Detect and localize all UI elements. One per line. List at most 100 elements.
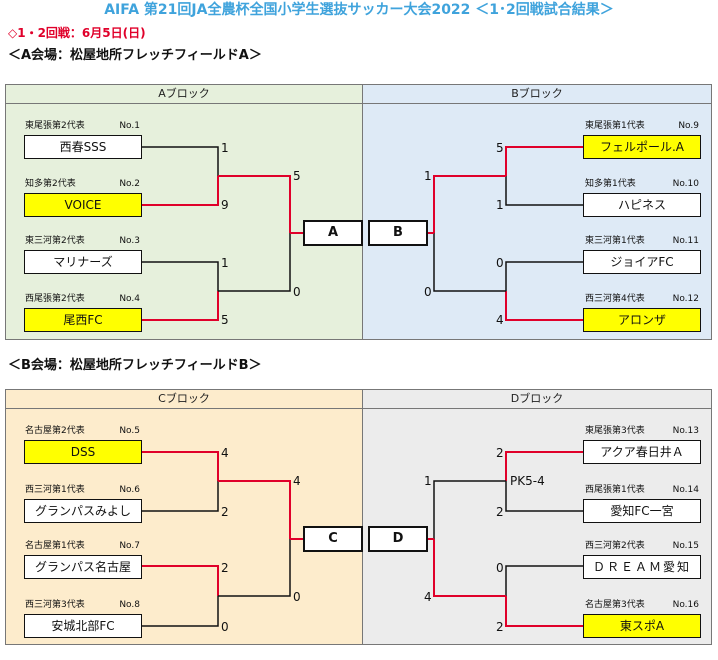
block-c-lines bbox=[142, 451, 303, 627]
team-number: No.8 bbox=[119, 600, 140, 610]
score: 2 bbox=[221, 561, 229, 575]
score: 0 bbox=[424, 285, 432, 299]
team-number: No.14 bbox=[672, 485, 699, 495]
score: 0 bbox=[496, 256, 504, 270]
score: 2 bbox=[221, 505, 229, 519]
score: 1 bbox=[424, 169, 432, 183]
block-a-lines bbox=[142, 146, 303, 321]
line-a3 bbox=[142, 261, 219, 291]
team-label: 西三河第1代表 bbox=[25, 485, 85, 495]
score: 5 bbox=[496, 141, 504, 155]
team-label: 西三河第4代表 bbox=[585, 294, 645, 304]
team-box-gioia: ジョイアFC bbox=[583, 250, 701, 274]
line-c1 bbox=[142, 451, 219, 481]
team-box-anjo-hokubu: 安城北部FC bbox=[24, 614, 142, 638]
line-c5 bbox=[218, 480, 291, 539]
team-box-aichi-ichinomiya: 愛知FC一宮 bbox=[583, 499, 701, 523]
line-d4 bbox=[505, 596, 583, 627]
venue-a-title: ＜A会場：松屋地所フレッチフィールドA＞ bbox=[8, 48, 262, 63]
team-label: 西尾張第2代表 bbox=[25, 294, 85, 304]
score: 0 bbox=[221, 620, 229, 634]
team-number: No.9 bbox=[678, 121, 699, 131]
line-b6 bbox=[433, 233, 506, 292]
score: 5 bbox=[293, 169, 301, 183]
team-box-bisai: 尾西FC bbox=[24, 308, 142, 332]
block-c-header: Cブロック bbox=[6, 390, 362, 409]
team-label: 東尾張第3代表 bbox=[585, 426, 645, 436]
team-box-grampus-miyoshi: グランパスみよし bbox=[24, 499, 142, 523]
score: 1 bbox=[221, 256, 229, 270]
score: 4 bbox=[424, 590, 432, 604]
pk-note: PK5-4 bbox=[510, 474, 545, 488]
team-box-alonza: アロンザ bbox=[583, 308, 701, 332]
team-label: 東尾張第2代表 bbox=[25, 121, 85, 131]
line-d1 bbox=[505, 451, 583, 481]
block-b-winner-box: B bbox=[368, 220, 428, 246]
line-d6 bbox=[433, 539, 506, 597]
team-label: 西尾張第1代表 bbox=[585, 485, 645, 495]
team-box-mariners: マリナーズ bbox=[24, 250, 142, 274]
team-number: No.10 bbox=[672, 179, 699, 189]
line-d3 bbox=[505, 565, 583, 596]
block-d-winner-box: D bbox=[368, 526, 428, 552]
score: 5 bbox=[221, 313, 229, 327]
block-b-lines bbox=[425, 146, 583, 321]
score: 1 bbox=[221, 141, 229, 155]
line-a1 bbox=[142, 146, 219, 176]
team-box-ferpool: フェルポール.A bbox=[583, 135, 701, 159]
score: 0 bbox=[293, 285, 301, 299]
team-box-happiness: ハピネス bbox=[583, 193, 701, 217]
score: 1 bbox=[496, 198, 504, 212]
team-number: No.5 bbox=[119, 426, 140, 436]
team-box-voice: VOICE bbox=[24, 193, 142, 217]
line-d2 bbox=[505, 481, 583, 512]
block-b-header: Bブロック bbox=[363, 85, 711, 104]
score: 0 bbox=[293, 590, 301, 604]
team-number: No.11 bbox=[672, 236, 699, 246]
team-box-dss: DSS bbox=[24, 440, 142, 464]
line-b2 bbox=[505, 176, 583, 206]
team-label: 名古屋第1代表 bbox=[25, 541, 85, 551]
team-label: 東三河第2代表 bbox=[25, 236, 85, 246]
block-a-winner-box: A bbox=[303, 220, 363, 246]
score: 4 bbox=[221, 446, 229, 460]
line-a4 bbox=[142, 291, 219, 321]
team-number: No.13 bbox=[672, 426, 699, 436]
block-a-header: Aブロック bbox=[6, 85, 362, 104]
team-number: No.6 bbox=[119, 485, 140, 495]
team-label: 知多第2代表 bbox=[25, 179, 76, 189]
line-b4 bbox=[505, 291, 583, 321]
block-d-lines bbox=[425, 451, 583, 627]
line-d5 bbox=[433, 480, 506, 539]
venue-b-title: ＜B会場：松屋地所フレッチフィールドB＞ bbox=[8, 358, 262, 373]
team-number: No.15 bbox=[672, 541, 699, 551]
score: 4 bbox=[293, 474, 301, 488]
team-number: No.12 bbox=[672, 294, 699, 304]
team-box-dream-aichi: ＤＲＥＡＭ愛知 bbox=[583, 555, 701, 579]
score: 9 bbox=[221, 198, 229, 212]
team-label: 東三河第1代表 bbox=[585, 236, 645, 246]
line-b1 bbox=[505, 146, 583, 176]
team-label: 西三河第2代表 bbox=[585, 541, 645, 551]
team-number: No.2 bbox=[119, 179, 140, 189]
line-b3 bbox=[505, 261, 583, 291]
score: 2 bbox=[496, 505, 504, 519]
line-a5 bbox=[218, 175, 291, 233]
block-d-header: Dブロック bbox=[363, 390, 711, 409]
team-number: No.4 bbox=[119, 294, 140, 304]
block-c-winner-box: C bbox=[303, 526, 363, 552]
team-label: 名古屋第3代表 bbox=[585, 600, 645, 610]
team-label: 東尾張第1代表 bbox=[585, 121, 645, 131]
score: 0 bbox=[496, 561, 504, 575]
line-b5 bbox=[433, 175, 506, 233]
team-label: 名古屋第2代表 bbox=[25, 426, 85, 436]
score: 1 bbox=[424, 474, 432, 488]
team-box-nishiharu: 西春SSS bbox=[24, 135, 142, 159]
line-c3 bbox=[142, 565, 219, 596]
page-title: AIFA 第21回JA全農杯全国小学生選抜サッカー大会2022 ＜1･2回戦試合… bbox=[104, 2, 614, 18]
team-box-tospo: 東スポA bbox=[583, 614, 701, 638]
line-c4 bbox=[142, 596, 219, 627]
team-label: 西三河第3代表 bbox=[25, 600, 85, 610]
line-a6 bbox=[218, 233, 291, 292]
